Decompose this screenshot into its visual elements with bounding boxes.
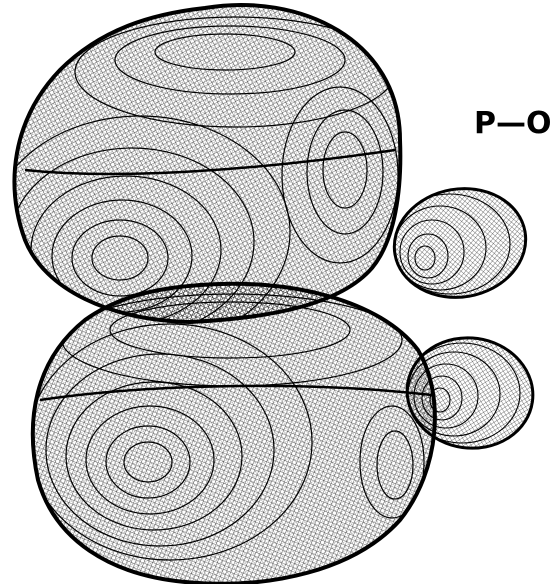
bond-label: P—O	[474, 106, 551, 141]
upper-small-lobe	[386, 178, 535, 307]
